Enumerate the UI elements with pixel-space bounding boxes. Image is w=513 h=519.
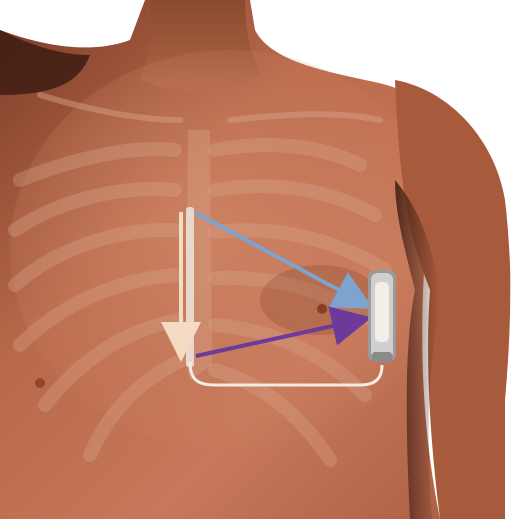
nipple-left (35, 378, 45, 388)
device-icon (368, 270, 396, 362)
pectoral-right (260, 265, 380, 335)
nipple-right (317, 304, 327, 314)
sternal-electrode-icon (186, 207, 194, 367)
